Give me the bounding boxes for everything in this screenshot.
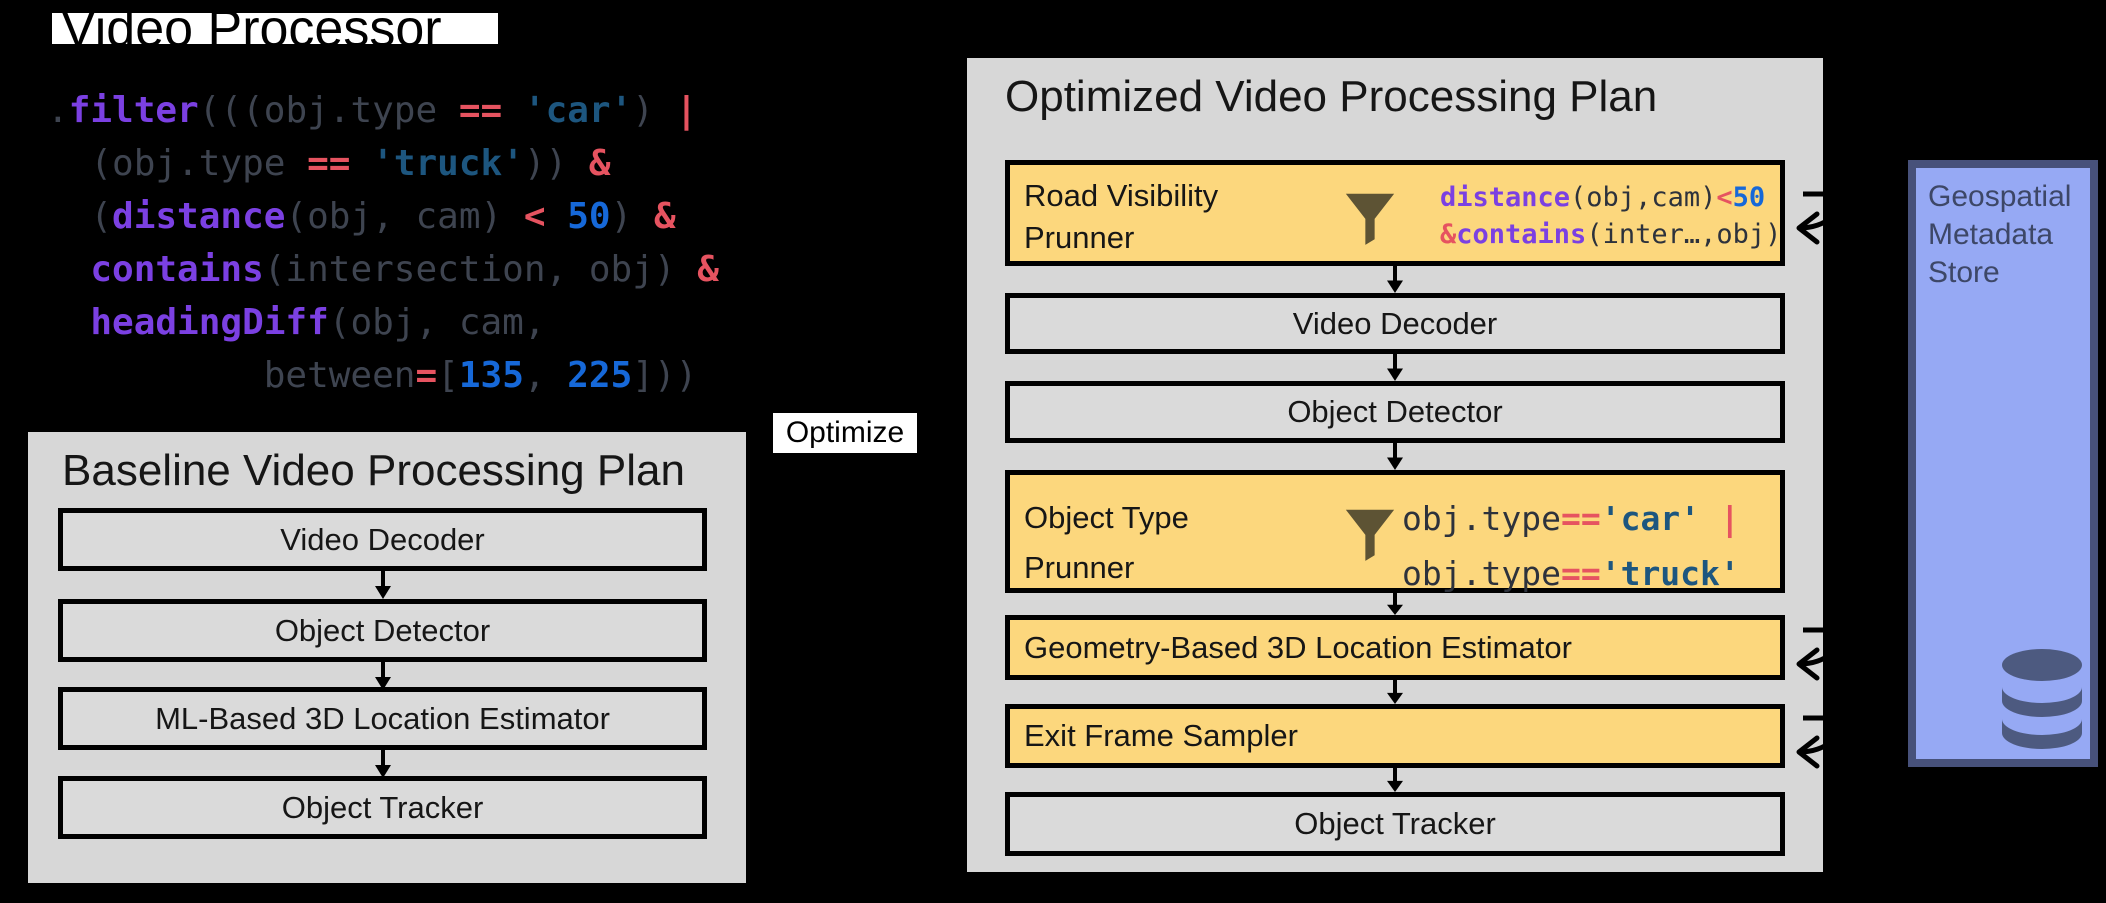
stage-object-detector: Object Detector [1005, 381, 1785, 443]
stage-object-type-prunner: Object Type Prunner obj.type=='car' |obj… [1005, 470, 1785, 593]
stage-predicate-code: distance(obj,cam)<50&contains(inter…,obj… [1440, 182, 1782, 250]
flow-arrow-icon [1384, 443, 1406, 470]
flow-arrow-icon [1384, 768, 1406, 792]
flow-arrow-icon [372, 750, 394, 778]
stage-geometry-3d-location-estimator: Geometry-Based 3D Location Estimator [1005, 615, 1785, 680]
stage-object-detector: Object Detector [58, 599, 707, 662]
optimized-plan-title: Optimized Video Processing Plan [1005, 72, 1658, 121]
flow-arrow-icon [1384, 266, 1406, 293]
store-connector-arrow-icon [1791, 186, 1837, 246]
flow-arrow-icon [1384, 593, 1406, 615]
filter-query-code: .filter(((obj.type == 'car') | (obj.type… [47, 90, 719, 396]
flow-arrow-icon [1384, 354, 1406, 381]
stage-label: Object Type Prunner [1024, 500, 1189, 585]
flow-arrow-icon [372, 662, 394, 690]
stage-exit-frame-sampler: Exit Frame Sampler [1005, 704, 1785, 768]
baseline-plan-panel: Baseline Video Processing Plan Video Dec… [28, 432, 746, 883]
flow-arrow-icon [372, 571, 394, 599]
video-processor-title: Video Processor [61, 0, 442, 58]
stage-label: Object Detector [274, 612, 491, 648]
stage-road-visibility-prunner: Road Visibility Prunner distance(obj,cam… [1005, 160, 1785, 266]
stage-label: Road Visibility Prunner [1024, 178, 1219, 255]
stage-label: Object Tracker [281, 789, 484, 825]
stage-label: Video Decoder [280, 521, 485, 557]
stage-label: Video Decoder [1292, 305, 1498, 341]
stage-object-tracker: Object Tracker [58, 776, 707, 839]
stage-predicate-code: obj.type=='car' |obj.type=='truck' [1402, 499, 1740, 593]
store-connector-arrow-icon [1791, 622, 1837, 682]
stage-object-tracker: Object Tracker [1005, 792, 1785, 856]
stage-ml-3d-location-estimator: ML-Based 3D Location Estimator [58, 687, 707, 750]
stage-label: ML-Based 3D Location Estimator [155, 700, 610, 736]
stage-video-decoder: Video Decoder [58, 508, 707, 571]
stage-label: Object Tracker [1294, 806, 1496, 841]
stage-label: Geometry-Based 3D Location Estimator [1024, 629, 1572, 665]
stage-video-decoder: Video Decoder [1005, 293, 1785, 354]
stage-label: Object Detector [1287, 394, 1503, 429]
optimize-label: Optimize [773, 413, 917, 453]
flow-arrow-icon [1384, 680, 1406, 704]
store-connector-arrow-icon [1791, 710, 1837, 770]
database-icon [2000, 647, 2084, 749]
optimized-plan-panel: Optimized Video Processing Plan Road Vis… [967, 58, 1837, 872]
baseline-plan-title: Baseline Video Processing Plan [62, 446, 685, 495]
filter-funnel-icon [1344, 191, 1396, 249]
video-processor-title-highlight: Video Processor [52, 1, 498, 57]
filter-funnel-icon [1344, 507, 1396, 565]
store-label: Geospatial Metadata Store [1928, 180, 2072, 289]
stage-label: Exit Frame Sampler [1024, 718, 1298, 753]
geospatial-metadata-store: Geospatial Metadata Store [1908, 160, 2098, 767]
